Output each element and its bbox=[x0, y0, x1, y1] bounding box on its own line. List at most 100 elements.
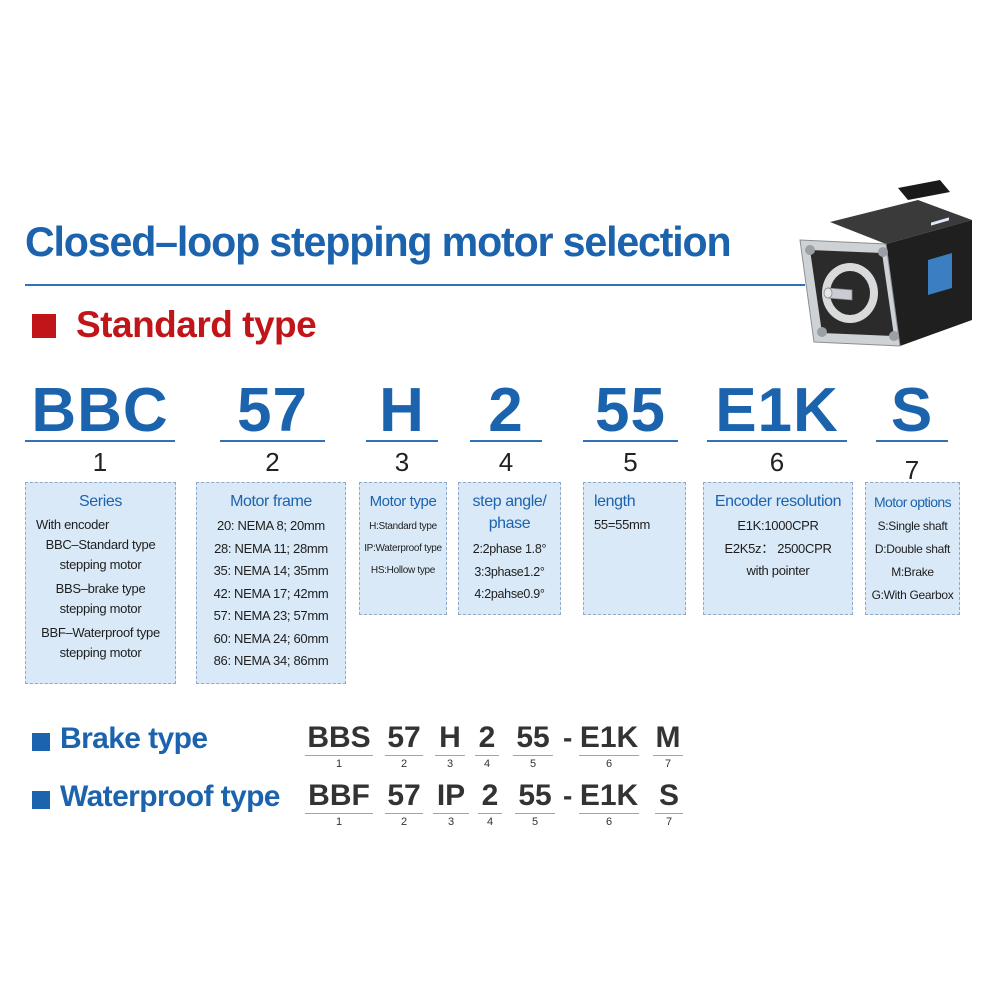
brake-code-number: 1 bbox=[335, 758, 343, 770]
code-underline bbox=[583, 440, 678, 442]
code-underline bbox=[876, 440, 948, 442]
page-title: Closed–loop stepping motor selection bbox=[25, 218, 732, 265]
title-divider bbox=[25, 284, 805, 286]
waterproof-code: 2 bbox=[481, 779, 499, 812]
stepper-motor-icon bbox=[799, 180, 972, 347]
code-underline bbox=[579, 755, 639, 756]
code-number: 6 bbox=[769, 447, 785, 477]
box-title: Motor options bbox=[873, 494, 952, 510]
code-underline bbox=[435, 755, 465, 756]
code-underline bbox=[220, 440, 325, 442]
code-number: 1 bbox=[92, 447, 108, 477]
box-line: BBF–Waterproof type bbox=[41, 625, 160, 640]
box-line: HS:Hollow type bbox=[370, 565, 436, 576]
code-number: 3 bbox=[394, 447, 410, 477]
box-title: phase bbox=[488, 515, 531, 532]
box-title: Motor frame bbox=[230, 493, 312, 510]
box-line: with pointer bbox=[746, 563, 810, 578]
box-title: step angle/ bbox=[472, 493, 547, 510]
code-underline bbox=[515, 813, 555, 814]
waterproof-code-number: 4 bbox=[486, 816, 494, 828]
info-box-step-angle: step angle/ phase 2:2phase 1.8° 3:3phase… bbox=[458, 482, 561, 615]
code-number: 7 bbox=[904, 455, 920, 485]
code-underline bbox=[475, 755, 499, 756]
box-line: IP:Waterproof type bbox=[364, 543, 442, 554]
code-number: 2 bbox=[265, 447, 280, 477]
brake-code: E1K bbox=[579, 721, 639, 754]
waterproof-code-number: 7 bbox=[665, 816, 673, 828]
standard-type-square-icon bbox=[32, 314, 56, 338]
code-underline bbox=[366, 440, 438, 442]
waterproof-code: S bbox=[658, 779, 679, 812]
code-step-angle: 2 bbox=[488, 376, 524, 445]
box-line: 60: NEMA 24; 60mm bbox=[213, 630, 329, 646]
brake-code: H bbox=[439, 721, 461, 754]
box-title: Series bbox=[79, 493, 122, 510]
code-underline bbox=[513, 755, 553, 756]
box-line: 86: NEMA 34; 86mm bbox=[213, 653, 329, 668]
waterproof-code: 55 bbox=[518, 779, 552, 812]
box-line: H:Standard type bbox=[369, 521, 437, 532]
standard-type-heading: Standard type bbox=[76, 304, 317, 345]
code-underline bbox=[305, 755, 373, 756]
box-line: S:Single shaft bbox=[877, 519, 948, 533]
brake-type-heading: Brake type bbox=[60, 722, 208, 755]
box-line: With encoder bbox=[36, 517, 109, 532]
box-line: 55=55mm bbox=[594, 517, 651, 532]
code-underline bbox=[433, 813, 469, 814]
code-encoder: E1K bbox=[715, 376, 839, 445]
box-line: 57: NEMA 23; 57mm bbox=[213, 608, 329, 623]
info-box-encoder: Encoder resolution E1K:1000CPR E2K5z： 25… bbox=[703, 482, 853, 615]
info-box-motor-frame: Motor frame 20: NEMA 8; 20mm 28: NEMA 11… bbox=[196, 482, 346, 684]
brake-code-dash: - bbox=[563, 722, 573, 753]
brake-code: 57 bbox=[387, 721, 421, 754]
box-line: BBS–brake type bbox=[55, 581, 146, 596]
code-underline bbox=[655, 813, 683, 814]
box-line: 3:3phase1.2° bbox=[474, 564, 545, 579]
brake-type-square-icon bbox=[32, 733, 50, 751]
box-line: M:Brake bbox=[891, 565, 934, 579]
waterproof-code-number: 6 bbox=[605, 816, 613, 828]
box-title: Encoder resolution bbox=[714, 493, 842, 510]
info-box-length: length 55=55mm bbox=[583, 482, 686, 615]
code-number: 4 bbox=[498, 447, 514, 477]
box-title: Motor type bbox=[369, 493, 437, 510]
info-box-series: Series With encoder BBC–Standard type st… bbox=[25, 482, 176, 684]
brake-code: BBS bbox=[307, 721, 371, 754]
waterproof-code: IP bbox=[436, 779, 466, 812]
waterproof-code: BBF bbox=[308, 779, 370, 812]
box-line: G:With Gearbox bbox=[871, 588, 954, 602]
brake-code-number: 2 bbox=[400, 758, 408, 770]
code-underline bbox=[470, 440, 542, 442]
code-length: 55 bbox=[595, 376, 666, 445]
code-options: S bbox=[890, 376, 934, 445]
waterproof-code-number: 2 bbox=[400, 816, 408, 828]
code-underline bbox=[25, 440, 175, 442]
box-line: E2K5z： 2500CPR bbox=[724, 540, 832, 556]
info-box-motor-options: Motor options S:Single shaft D:Double sh… bbox=[865, 482, 960, 615]
waterproof-code-dash: - bbox=[563, 780, 573, 811]
waterproof-code-number: 5 bbox=[531, 816, 539, 828]
box-line: stepping motor bbox=[59, 557, 142, 572]
code-underline bbox=[579, 813, 639, 814]
code-underline bbox=[653, 755, 683, 756]
box-line: 28: NEMA 11; 28mm bbox=[214, 540, 328, 556]
waterproof-type-heading: Waterproof type bbox=[60, 780, 281, 813]
waterproof-type-square-icon bbox=[32, 791, 50, 809]
code-underline bbox=[707, 440, 847, 442]
box-title: length bbox=[594, 493, 636, 510]
box-line: BBC–Standard type bbox=[45, 537, 156, 552]
code-series: BBC bbox=[31, 376, 169, 445]
code-underline bbox=[385, 755, 423, 756]
waterproof-code: 57 bbox=[387, 779, 421, 812]
code-underline bbox=[305, 813, 373, 814]
brake-code: 2 bbox=[478, 721, 496, 754]
info-box-motor-type: Motor type H:Standard type IP:Waterproof… bbox=[359, 482, 447, 615]
box-line: 42: NEMA 17; 42mm bbox=[213, 585, 329, 601]
waterproof-code: E1K bbox=[579, 779, 639, 812]
brake-code: 55 bbox=[516, 721, 550, 754]
brake-code-number: 6 bbox=[605, 758, 613, 770]
box-line: 20: NEMA 8; 20mm bbox=[217, 518, 325, 533]
brake-code-number: 7 bbox=[664, 758, 672, 770]
code-underline bbox=[385, 813, 423, 814]
